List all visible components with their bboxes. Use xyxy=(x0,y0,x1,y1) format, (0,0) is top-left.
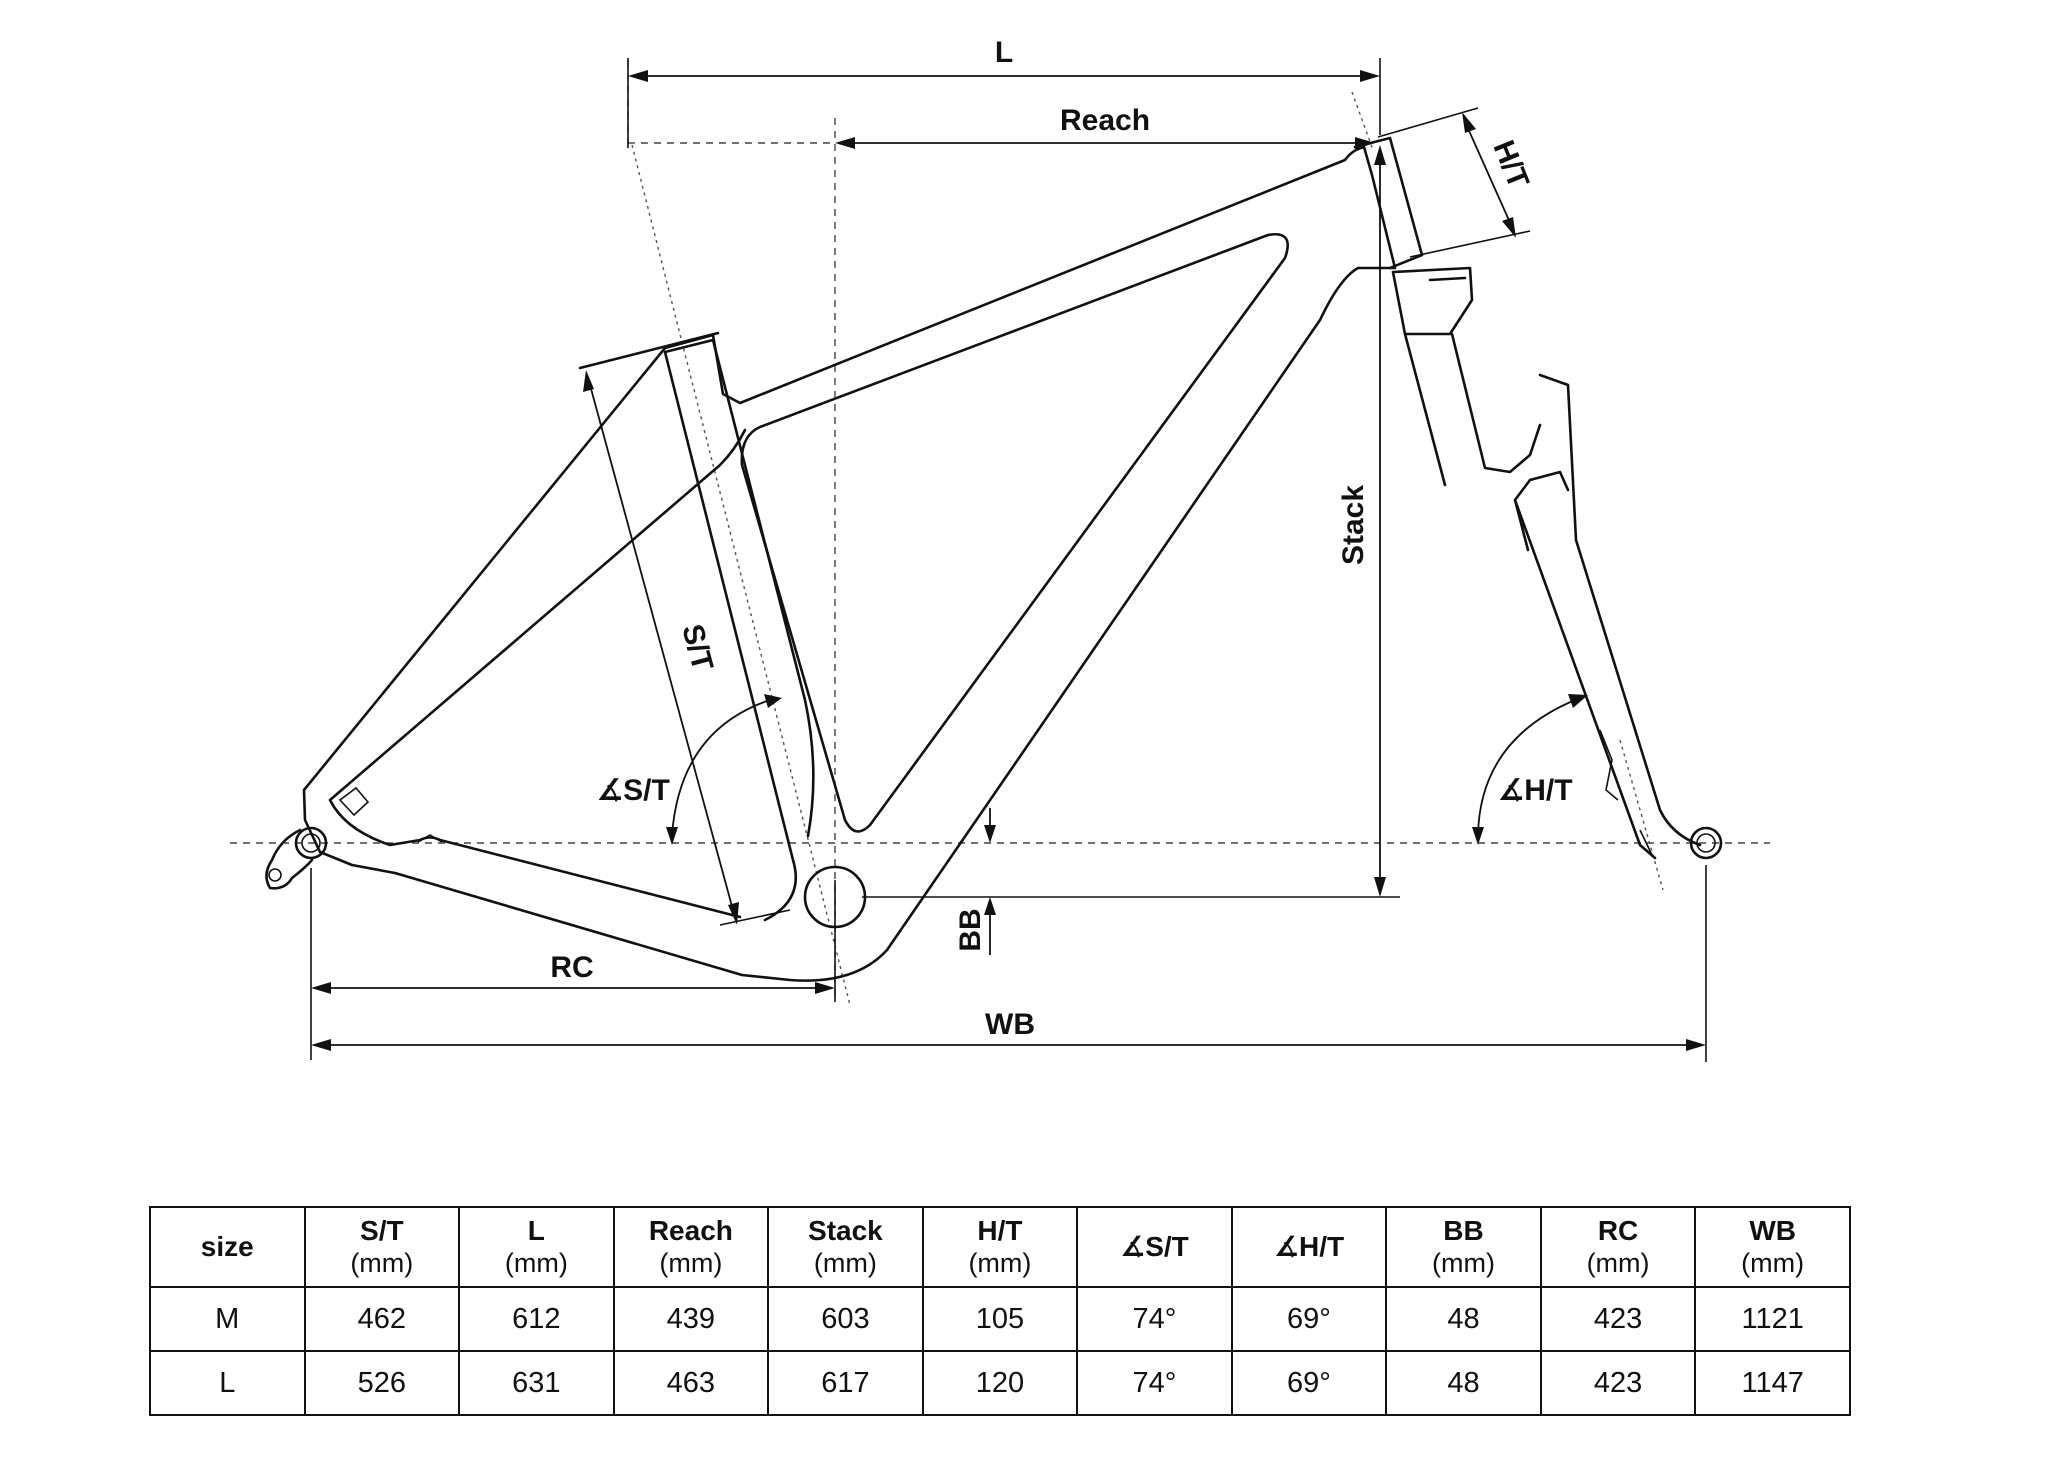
fork-upper-tube xyxy=(1403,332,1542,487)
label-seat-angle: ∡S/T xyxy=(596,774,670,807)
rear-axle-inner xyxy=(301,833,321,853)
header-l: L(mm) xyxy=(458,1206,615,1288)
header-reach: Reach(mm) xyxy=(612,1206,770,1288)
table-cell: 612 xyxy=(458,1286,615,1352)
label-seat-tube: S/T xyxy=(675,621,719,675)
dimension-stack: Stack xyxy=(1337,145,1386,897)
label-head-angle: ∡H/T xyxy=(1497,774,1572,807)
dimension-l: L xyxy=(627,36,1381,148)
disc-mount-detail xyxy=(338,786,443,843)
table-cell: 462 xyxy=(303,1286,461,1352)
header-bb: BB(mm) xyxy=(1385,1206,1542,1288)
table-cell: 423 xyxy=(1539,1350,1697,1416)
table-cell: 48 xyxy=(1385,1350,1542,1416)
table-row: M 462 612 439 603 105 74° 69° 48 423 112… xyxy=(149,1286,1851,1352)
header-head-tube: H/T(mm) xyxy=(921,1206,1079,1288)
table-cell: 105 xyxy=(921,1286,1079,1352)
label-reach: Reach xyxy=(1060,104,1150,137)
geometry-table: size S/T(mm) L(mm) Reach(mm) Stack(mm) H… xyxy=(149,1206,1851,1416)
table-cell: 74° xyxy=(1076,1286,1233,1352)
table-cell: 48 xyxy=(1385,1286,1542,1352)
derailleur-hanger xyxy=(265,828,314,890)
table-cell: 631 xyxy=(458,1350,615,1416)
label-stack: Stack xyxy=(1337,485,1370,565)
table-cell: 1121 xyxy=(1694,1286,1851,1352)
rear-axle xyxy=(294,826,328,860)
table-cell: L xyxy=(149,1350,306,1416)
table-cell: 526 xyxy=(303,1350,461,1416)
table-cell: 1147 xyxy=(1694,1350,1851,1416)
header-seat-tube: S/T(mm) xyxy=(303,1206,461,1288)
header-head-angle: ∡H/T xyxy=(1230,1206,1388,1288)
table-cell: 69° xyxy=(1230,1350,1388,1416)
label-rc: RC xyxy=(550,951,593,984)
table-cell: 603 xyxy=(767,1286,924,1352)
front-axle xyxy=(1689,826,1723,860)
dimension-head-angle: ∡H/T xyxy=(1472,694,1588,845)
seat-collar xyxy=(578,331,720,370)
label-wb: WB xyxy=(985,1008,1035,1041)
table-cell: 120 xyxy=(921,1350,1079,1416)
fork-steerer-crown xyxy=(1391,266,1474,336)
dimension-reach: Reach xyxy=(835,104,1375,149)
steerer-axis xyxy=(1351,91,1374,151)
front-axle-inner xyxy=(1696,833,1716,853)
label-l: L xyxy=(995,36,1013,69)
header-wb: WB(mm) xyxy=(1694,1206,1851,1288)
header-size: size xyxy=(149,1206,306,1288)
frame-geometry-diagram: L Reach H/T Stack S/T ∡S/T xyxy=(230,36,1770,1062)
dimension-bb: BB xyxy=(954,808,996,955)
table-cell: 69° xyxy=(1230,1286,1388,1352)
seat-tube-axis xyxy=(631,144,851,1006)
table-row: L 526 631 463 617 120 74° 69° 48 423 114… xyxy=(149,1350,1851,1416)
fork-axis xyxy=(1619,739,1664,891)
table-cell: 74° xyxy=(1076,1350,1233,1416)
bottom-bracket xyxy=(803,865,867,929)
rear-dropout-hanger-hole xyxy=(268,868,282,882)
dimension-wb: WB xyxy=(311,1008,1706,1051)
table-cell: 617 xyxy=(767,1350,924,1416)
table-cell: M xyxy=(149,1286,306,1352)
header-seat-angle: ∡S/T xyxy=(1076,1206,1233,1288)
header-rc: RC(mm) xyxy=(1539,1206,1697,1288)
dimension-seat-angle: ∡S/T xyxy=(596,694,782,845)
main-triangle-cutout xyxy=(740,232,1289,833)
label-bb: BB xyxy=(954,908,987,951)
table-cell: 423 xyxy=(1539,1286,1697,1352)
fork-brake-mount xyxy=(1599,729,1653,856)
header-stack: Stack(mm) xyxy=(767,1206,924,1288)
table-cell: 439 xyxy=(612,1286,770,1352)
table-header-row: size S/T(mm) L(mm) Reach(mm) Stack(mm) H… xyxy=(149,1206,1851,1288)
frame-outline xyxy=(302,145,1397,982)
head-tube-cap xyxy=(1353,136,1424,270)
dimension-rc: RC xyxy=(311,951,835,994)
seat-tube xyxy=(663,338,815,922)
table-cell: 463 xyxy=(612,1350,770,1416)
